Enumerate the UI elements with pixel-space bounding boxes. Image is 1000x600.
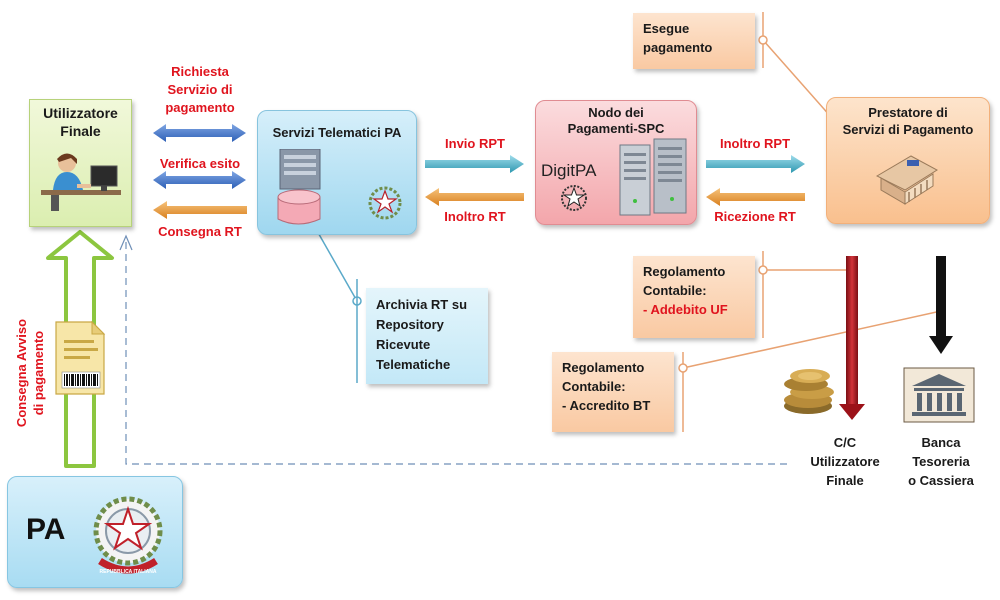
banca-tesoreria-label: Banca Tesoreria o Cassiera [908, 435, 974, 488]
pa-title: PA [26, 513, 66, 546]
regolamento-bt-title: Regolamento Contabile: [562, 360, 645, 394]
addebito-bar [839, 256, 865, 420]
republic-emblem-icon [368, 186, 402, 220]
inoltro-rpt-arrow [706, 155, 805, 173]
cc-utilizzatore-label: C/C Utilizzatore Finale [810, 435, 880, 488]
utilizzatore-finale-title: Utilizzatore Finale [43, 105, 118, 139]
consegna-rt-arrow [153, 201, 247, 219]
regolamento-bt-note: Regolamento Contabile: - Accredito BT [552, 352, 674, 432]
servizi-telematici-box: Servizi Telematici PA [257, 110, 417, 235]
nodo-pagamenti-title: Nodo dei Pagamenti-SPC [567, 105, 665, 136]
richiesta-label: Richiesta Servizio di pagamento [165, 64, 235, 115]
coins-icon [784, 369, 834, 414]
accredito-arrow [929, 256, 953, 354]
invio-rpt-arrow [425, 155, 524, 173]
archivia-rt-note: Archivia RT su Repository Ricevute Telem… [366, 288, 488, 384]
regolamento-bt-item: - Accredito BT [562, 398, 651, 413]
digitpa-logo: DigitPA [541, 161, 597, 180]
bank-icon [903, 367, 975, 423]
nodo-pagamenti-box: Nodo dei Pagamenti-SPC DigitPA [535, 100, 697, 225]
ricezione-rt-label: Ricezione RT [714, 209, 796, 224]
regolamento-uf-note: Regolamento Contabile: - Addebito UF [633, 256, 755, 338]
regolamento-uf-connector [758, 251, 846, 338]
prestatore-box: Prestatore di Servizi di Pagamento [826, 97, 990, 224]
invio-rpt-label: Invio RPT [445, 136, 505, 151]
verifica-label: Verifica esito [159, 156, 241, 171]
utilizzatore-finale-box: Utilizzatore Finale [29, 99, 132, 227]
server-rack-icon [619, 138, 687, 216]
server-database-icon [277, 149, 321, 225]
repubblica-italiana-emblem-icon: REPUBBLICA ITALIANA [93, 496, 163, 575]
emblem-ribbon-text: REPUBBLICA ITALIANA [100, 569, 157, 575]
digitpa-emblem-icon [561, 185, 587, 211]
bank-building-icon [875, 155, 938, 205]
archivia-rt-text: Archivia RT su Repository Ricevute Telem… [376, 297, 468, 372]
esegue-pagamento-note: Esegue pagamento [633, 13, 755, 69]
regolamento-bt-connector [678, 306, 946, 432]
avviso-document-icon [55, 320, 106, 395]
archivia-connector [307, 217, 362, 383]
regolamento-uf-title: Regolamento Contabile: [643, 264, 726, 298]
verifica-arrow [153, 171, 246, 189]
inoltro-rt-label: Inoltro RT [444, 209, 506, 224]
servizi-telematici-title: Servizi Telematici PA [272, 125, 402, 140]
inoltro-rpt-label: Inoltro RPT [719, 136, 791, 151]
regolamento-uf-item: - Addebito UF [643, 302, 728, 317]
esegue-pagamento-text: Esegue pagamento [643, 21, 713, 55]
person-at-desk-icon [40, 153, 121, 211]
prestatore-title: Prestatore di Servizi di Pagamento [842, 105, 974, 137]
pa-box: PA REPUBBLICA ITALIANA [7, 476, 183, 588]
inoltro-rt-arrow [425, 188, 524, 206]
ricezione-rt-arrow [706, 188, 805, 206]
richiesta-arrow [153, 124, 246, 142]
consegna-rt-label: Consegna RT [158, 224, 242, 239]
consegna-avviso-label: Consegna Avviso di pagamento [14, 318, 46, 428]
dashed-return-line [125, 242, 787, 465]
